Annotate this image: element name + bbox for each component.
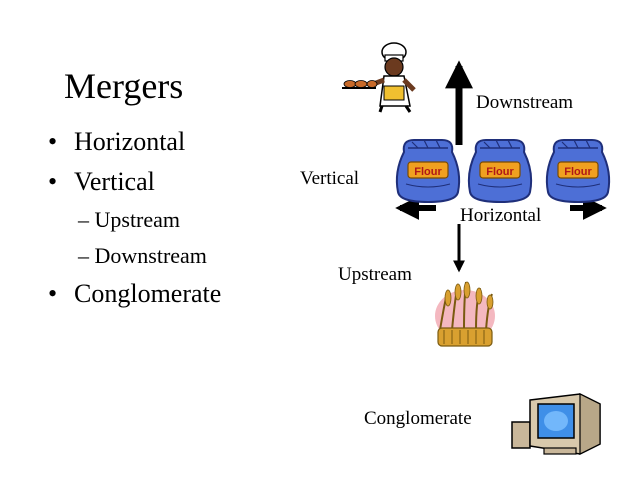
flour-bag-label: Flour <box>414 166 442 178</box>
computer-icon <box>511 393 601 455</box>
bullet-item: • Vertical <box>48 162 221 202</box>
label-conglomerate: Conglomerate <box>364 408 472 429</box>
label-downstream: Downstream <box>476 92 574 113</box>
label-vertical: Vertical <box>300 168 360 189</box>
label-horizontal: Horizontal <box>460 205 542 226</box>
bullet-glyph: • <box>48 127 58 156</box>
flour-bag-label: Flour <box>486 166 514 178</box>
slide-title: Mergers <box>64 66 184 106</box>
bullet-glyph: • <box>48 167 58 196</box>
sub-bullet-item: – Upstream <box>48 202 221 238</box>
bullet-item: • Conglomerate <box>48 274 221 314</box>
flour-bag-label: Flour <box>564 166 592 178</box>
sub-bullet-glyph: – <box>78 207 89 232</box>
bullet-text: Conglomerate <box>74 279 222 308</box>
sub-bullet-glyph: – <box>78 243 89 268</box>
bullet-text: Vertical <box>74 167 155 196</box>
sub-bullet-text: Downstream <box>94 243 207 268</box>
bullet-item: • Horizontal <box>48 122 221 162</box>
baker-icon <box>342 42 416 113</box>
label-upstream: Upstream <box>338 264 412 285</box>
sub-bullet-item: – Downstream <box>48 238 221 274</box>
bullet-list: • Horizontal • Vertical – Upstream – Downs… <box>48 122 221 314</box>
wheat-icon <box>435 281 495 347</box>
bullet-glyph: • <box>48 279 58 308</box>
bullet-text: Horizontal <box>74 127 186 156</box>
sub-bullet-text: Upstream <box>94 207 181 232</box>
